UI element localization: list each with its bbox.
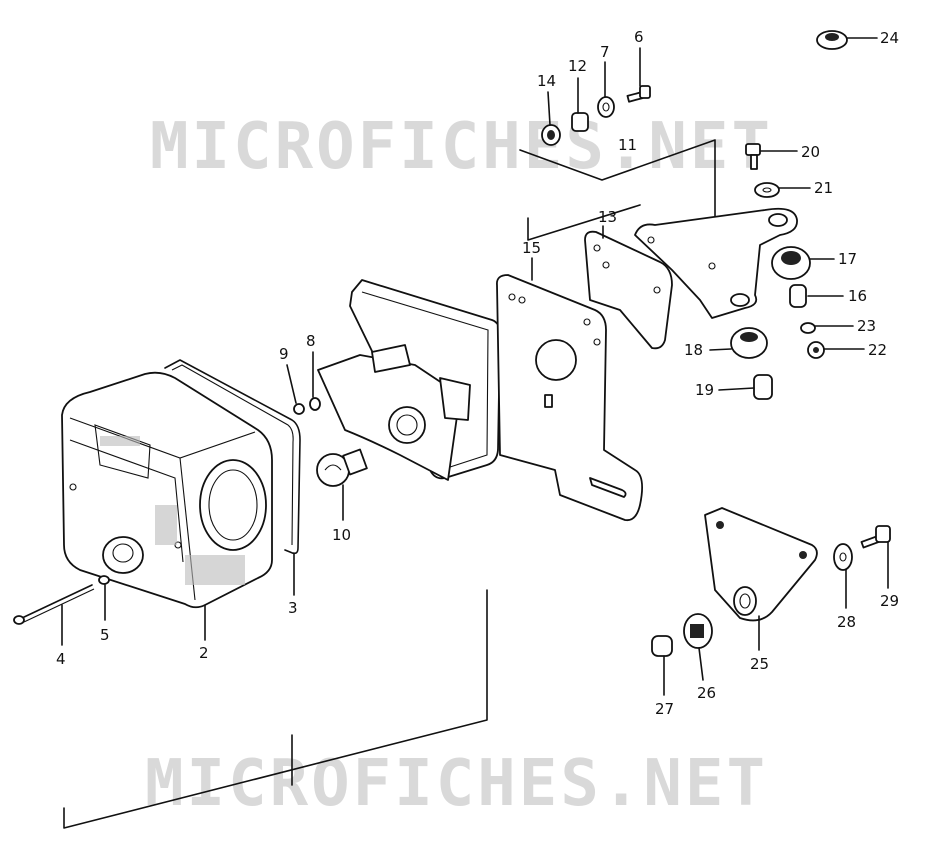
washer-7 bbox=[597, 96, 615, 118]
washer-21 bbox=[754, 182, 780, 198]
bolt-20 bbox=[745, 143, 761, 170]
lamp-base-frame bbox=[317, 279, 501, 481]
callout-6: 6 bbox=[634, 28, 644, 46]
callout-29: 29 bbox=[880, 592, 899, 610]
bracket-13 bbox=[584, 230, 673, 350]
leader-lines bbox=[61, 37, 889, 696]
watermark-bottom: MICROFICHES.NET bbox=[145, 747, 768, 821]
callout-7: 7 bbox=[600, 43, 610, 61]
grommet-18 bbox=[730, 327, 768, 359]
bolt-6 bbox=[626, 85, 651, 103]
callout-20: 20 bbox=[801, 143, 820, 161]
washer-5 bbox=[98, 575, 110, 585]
grommet-17 bbox=[771, 246, 811, 280]
callout-16: 16 bbox=[848, 287, 867, 305]
nut-9 bbox=[293, 403, 305, 415]
collar-16 bbox=[789, 284, 807, 308]
nut-22 bbox=[807, 341, 825, 359]
group-bracket-lower bbox=[63, 589, 488, 829]
callout-10: 10 bbox=[332, 526, 351, 544]
callout-labels: 2 3 4 5 6 7 8 9 10 11 12 13 14 15 16 17 … bbox=[56, 28, 899, 718]
callout-28: 28 bbox=[837, 613, 856, 631]
callout-22: 22 bbox=[868, 341, 887, 359]
group-bracket-upper bbox=[519, 139, 716, 241]
collar-12 bbox=[571, 112, 589, 132]
callout-11: 11 bbox=[618, 136, 637, 154]
washer-23 bbox=[800, 322, 816, 334]
callout-2: 2 bbox=[199, 644, 209, 662]
grommet-26 bbox=[683, 613, 713, 649]
bracket-11 bbox=[634, 207, 798, 319]
washer-14 bbox=[541, 124, 561, 146]
callout-19: 19 bbox=[695, 381, 714, 399]
callout-15: 15 bbox=[522, 239, 541, 257]
callout-21: 21 bbox=[814, 179, 833, 197]
collar-19 bbox=[753, 374, 773, 400]
tail-lamp-housing bbox=[61, 371, 273, 609]
washer-28 bbox=[833, 543, 853, 571]
callout-13: 13 bbox=[598, 208, 617, 226]
washer-8 bbox=[309, 397, 321, 411]
callout-14: 14 bbox=[537, 72, 556, 90]
callout-9: 9 bbox=[279, 345, 289, 363]
bolt-29 bbox=[860, 525, 891, 549]
callout-12: 12 bbox=[568, 57, 587, 75]
callout-26: 26 bbox=[697, 684, 716, 702]
callout-4: 4 bbox=[56, 650, 66, 668]
cap-24 bbox=[816, 30, 848, 50]
mounting-plate bbox=[496, 274, 644, 522]
collar-27 bbox=[651, 635, 673, 657]
callout-17: 17 bbox=[838, 250, 857, 268]
bracket-25 bbox=[704, 507, 818, 622]
callout-18: 18 bbox=[684, 341, 703, 359]
watermark-top: MICROFICHES.NET bbox=[150, 110, 773, 184]
mounting-screw bbox=[13, 584, 95, 625]
callout-8: 8 bbox=[306, 332, 316, 350]
callout-27: 27 bbox=[655, 700, 674, 718]
callout-23: 23 bbox=[857, 317, 876, 335]
bulb bbox=[316, 448, 368, 487]
callout-25: 25 bbox=[750, 655, 769, 673]
callout-24: 24 bbox=[880, 29, 899, 47]
callout-5: 5 bbox=[100, 626, 110, 644]
callout-3: 3 bbox=[288, 599, 298, 617]
